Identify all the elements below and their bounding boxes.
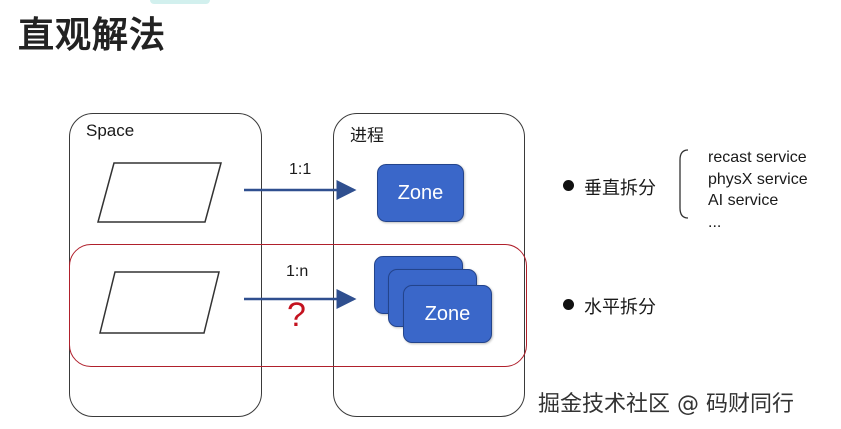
page-title: 直观解法	[18, 15, 167, 56]
horizontal-split-label: 水平拆分	[584, 297, 656, 318]
space-parallelogram-1	[97, 162, 222, 223]
ratio-label-1-to-1: 1:1	[289, 161, 312, 178]
question-mark: ?	[287, 296, 306, 334]
service-item: recast service	[708, 149, 807, 166]
service-item: physX service	[708, 170, 808, 188]
horizontal-split-highlight	[69, 244, 527, 367]
space-parallelogram-2	[99, 271, 220, 334]
watermark: 掘金技术社区 @ 码财同行	[538, 392, 794, 417]
top-decoration	[150, 0, 210, 4]
service-item: ...	[708, 213, 722, 231]
bullet-vertical-split	[563, 180, 574, 191]
service-list: recast service physX service AI service …	[708, 147, 808, 233]
ratio-label-1-to-n: 1:n	[286, 263, 309, 280]
vertical-split-label: 垂直拆分	[584, 178, 656, 199]
zone-single: Zone	[377, 164, 464, 222]
service-item: AI service	[708, 192, 779, 209]
service-brace	[679, 149, 689, 219]
process-box-label: 进程	[350, 126, 384, 145]
zone-stack-front: Zone	[403, 285, 492, 343]
bullet-horizontal-split	[563, 299, 574, 310]
space-box-label: Space	[86, 121, 135, 140]
